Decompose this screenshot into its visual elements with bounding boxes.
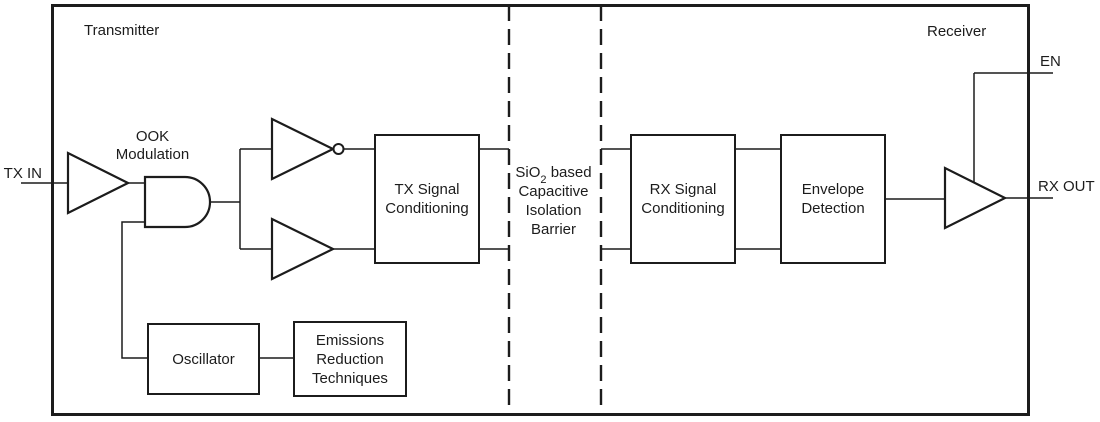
- tx-signal-conditioning-label: TX Signal Conditioning: [385, 181, 469, 217]
- tx-in-port-label: TX IN: [3, 165, 42, 182]
- tx-signal-conditioning-block: TX Signal Conditioning: [374, 134, 480, 264]
- input-buffer-gate: [66, 151, 131, 215]
- emissions-reduction-label: Emissions Reduction Techniques: [312, 331, 388, 387]
- rx-out-port-label: RX OUT: [1038, 178, 1095, 195]
- oscillator-to-and-wire: [121, 221, 147, 359]
- isolation-barrier-line1: SiO2 based: [515, 164, 592, 186]
- en-port-label: EN: [1040, 53, 1061, 70]
- isolation-barrier-line2: Capacitive: [518, 183, 589, 200]
- noninverting-buffer-gate: [270, 217, 336, 281]
- chip-boundary-box: [51, 4, 1030, 416]
- output-buffer-gate: [943, 166, 1008, 230]
- and-gate: [143, 175, 212, 229]
- inverter-gate: [270, 117, 336, 181]
- isolation-barrier-line3: Isolation: [525, 202, 582, 219]
- isolation-barrier-line4: Barrier: [530, 221, 576, 238]
- receiver-section-label: Receiver: [927, 23, 987, 40]
- transmitter-section-label: Transmitter: [84, 22, 160, 39]
- ook-modulation-label: OOK Modulation: [115, 128, 190, 163]
- rx-signal-conditioning-label: RX Signal Conditioning: [641, 181, 725, 217]
- envelope-detection-block: Envelope Detection: [780, 134, 886, 264]
- isolation-barrier-label: SiO2 based Capacitive Isolation Barrier: [507, 163, 600, 239]
- sio2-subscript: 2: [540, 174, 547, 186]
- emissions-reduction-block: Emissions Reduction Techniques: [293, 321, 407, 397]
- rx-signal-conditioning-block: RX Signal Conditioning: [630, 134, 736, 264]
- oscillator-label: Oscillator: [172, 350, 235, 368]
- oscillator-block: Oscillator: [147, 323, 260, 395]
- envelope-detection-label: Envelope Detection: [801, 181, 865, 217]
